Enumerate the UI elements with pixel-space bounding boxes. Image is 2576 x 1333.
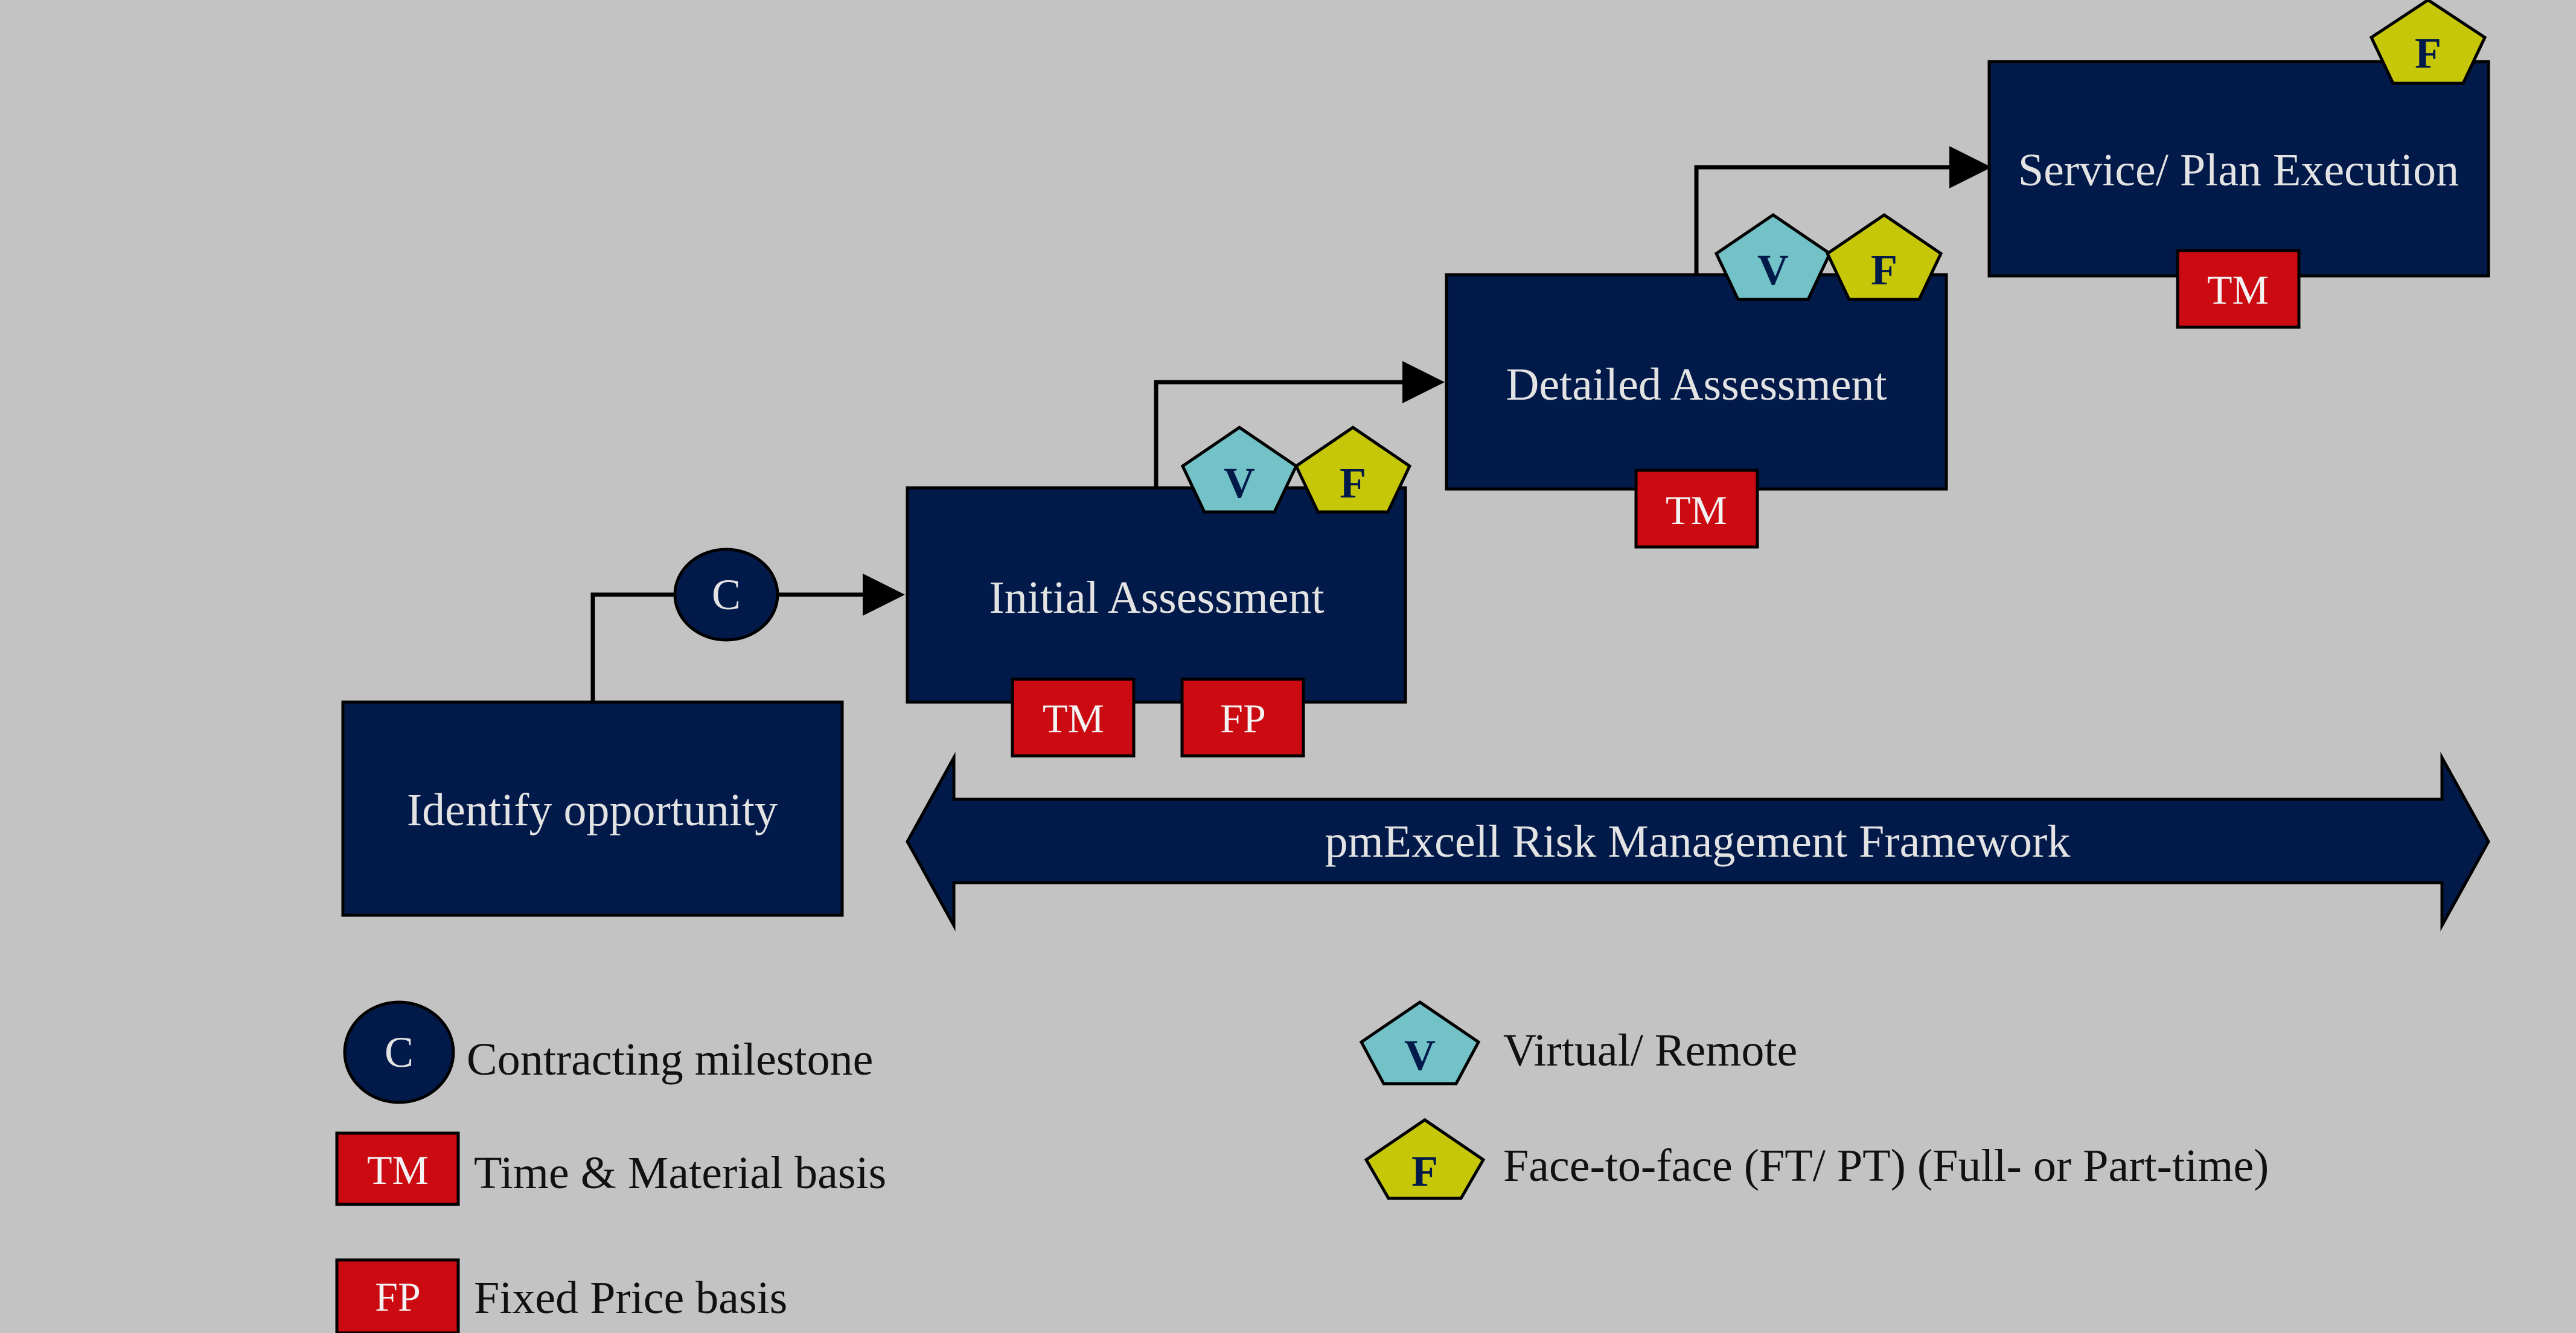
contracting-milestone-label: C <box>712 571 741 619</box>
legend-milestone-icon-label: C <box>385 1028 414 1076</box>
detailed-virtual-label: V <box>1757 246 1789 294</box>
execution-tm-label: TM <box>2207 267 2269 313</box>
legend-face-icon <box>1364 1117 1486 1200</box>
initial-face-label: F <box>1340 459 1366 507</box>
detailed-face-badge: F <box>1825 213 1943 301</box>
legend: C Contracting milestone TM Time & Materi… <box>335 1000 2269 1333</box>
initial-virtual-badge: V <box>1180 425 1299 514</box>
initial-assessment-box: Initial Assessment <box>906 486 1407 704</box>
detailed-tm-label: TM <box>1666 487 1727 533</box>
legend-virtual-icon <box>1359 1000 1481 1085</box>
connector-identify-to-milestone <box>590 592 675 702</box>
execution-face-label: F <box>2415 29 2441 77</box>
identify-opportunity-label: Identify opportunity <box>407 785 778 836</box>
framework-arrow: pmExcell Risk Management Framework <box>906 752 2490 932</box>
legend-fp-icon-label: FP <box>375 1274 421 1320</box>
initial-tm-badge: TM <box>1011 677 1136 758</box>
execution-face-badge: F <box>2369 0 2487 85</box>
legend-face-to-face-label: Face-to-face (FT/ PT) (Full- or Part-tim… <box>1503 1140 2269 1191</box>
detailed-assessment-label: Detailed Assessment <box>1506 359 1887 410</box>
connector-initial-to-detailed <box>1154 361 1445 488</box>
legend-tm-icon-label: TM <box>367 1147 429 1193</box>
legend-fp-icon <box>335 1258 460 1333</box>
initial-tm-label: TM <box>1043 695 1104 741</box>
connector-detailed-to-execution <box>1694 146 1992 275</box>
detailed-virtual-badge: V <box>1714 213 1832 301</box>
legend-time-material-label: Time & Material basis <box>474 1148 886 1198</box>
detailed-tm-badge: TM <box>1634 468 1759 549</box>
legend-virtual-icon-label: V <box>1404 1031 1436 1079</box>
legend-virtual-label: Virtual/ Remote <box>1503 1025 1797 1076</box>
legend-contracting: C Contracting milestone <box>343 1000 873 1104</box>
contracting-milestone: C <box>673 548 779 642</box>
initial-face-badge: F <box>1294 425 1412 514</box>
legend-virtual: V Virtual/ Remote <box>1359 1000 1797 1085</box>
initial-fp-label: FP <box>1220 695 1266 741</box>
legend-milestone-icon <box>343 1000 455 1104</box>
execution-box: Service/ Plan Execution <box>1987 60 2490 278</box>
detailed-assessment-box: Detailed Assessment <box>1445 273 1948 491</box>
execution-tm-badge: TM <box>2176 249 2301 329</box>
framework-label: pmExcell Risk Management Framework <box>1325 816 2071 867</box>
legend-time-material: TM Time & Material basis <box>335 1131 886 1206</box>
legend-face-to-face: F Face-to-face (FT/ PT) (Full- or Part-t… <box>1364 1117 2269 1200</box>
detailed-face-label: F <box>1871 246 1897 294</box>
identify-opportunity-box: Identify opportunity <box>341 700 844 917</box>
legend-fixed-price: FP Fixed Price basis <box>335 1258 787 1333</box>
execution-label: Service/ Plan Execution <box>2018 145 2459 196</box>
legend-face-icon-label: F <box>1411 1147 1438 1195</box>
legend-contracting-label: Contracting milestone <box>467 1034 873 1085</box>
initial-fp-badge: FP <box>1180 677 1305 758</box>
initial-assessment-label: Initial Assessment <box>989 572 1324 623</box>
legend-fixed-price-label: Fixed Price basis <box>474 1273 787 1323</box>
legend-tm-icon <box>335 1131 460 1206</box>
initial-virtual-label: V <box>1224 459 1255 507</box>
